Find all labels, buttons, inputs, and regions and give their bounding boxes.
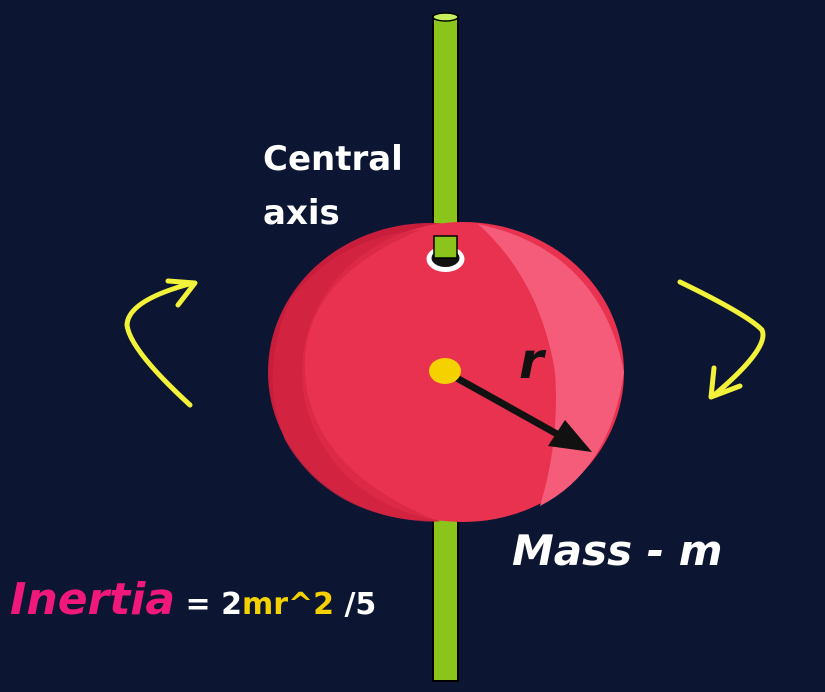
radius-arrow (442, 368, 592, 452)
sphere-highlight (478, 224, 624, 506)
axis-hole (426, 235, 465, 272)
rod-top-cap (432, 12, 459, 22)
inertia-formula: Inertia = 2mr^2 /5 (10, 578, 376, 622)
formula-variables: mr^2 (241, 587, 335, 622)
formula-word: Inertia (10, 574, 176, 625)
central-axis-rod (432, 12, 459, 682)
center-dot (429, 358, 461, 384)
formula-divisor: /5 (334, 587, 377, 622)
rotation-arrow-left (124, 278, 198, 408)
rotation-arrow-right (677, 279, 766, 400)
radius-label: r (519, 332, 544, 390)
formula-equals: = 2 (175, 587, 242, 622)
axis-label-line2: axis (263, 193, 340, 233)
axis-label-line1: Central (263, 139, 403, 179)
mass-label: Mass - m (512, 526, 723, 575)
rod-bottom-segment (432, 504, 459, 682)
sphere-edge-shade (272, 230, 440, 522)
